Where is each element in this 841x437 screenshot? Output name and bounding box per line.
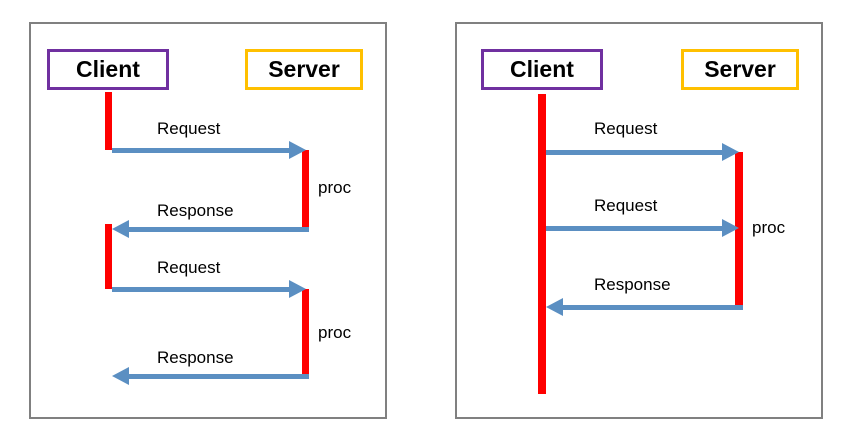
arrow-head-left-icon-1 (546, 298, 563, 316)
activation-bar-client-1 (105, 92, 112, 150)
message-label-request-1: Request (157, 119, 221, 138)
message-line-request-1 (546, 150, 722, 155)
activation-bar-server-1 (302, 150, 309, 230)
proc-label-1: proc (318, 178, 352, 197)
message-label-request-2: Request (594, 196, 658, 215)
message-line-request-2 (546, 226, 722, 231)
activation-bar-server (735, 152, 743, 309)
message-label-response-1: Response (157, 201, 234, 220)
lifeline-box-client: Client (47, 49, 169, 90)
arrow-head-right-icon-2 (722, 219, 739, 237)
arrow-head-left-icon-2 (112, 367, 129, 385)
message-label-request-2: Request (157, 258, 221, 277)
lifeline-label-client: Client (510, 56, 574, 82)
message-line-request-1 (112, 148, 289, 153)
arrow-head-left-icon-1 (112, 220, 129, 238)
message-line-response-1 (563, 305, 743, 310)
lifeline-label-server: Server (704, 56, 776, 82)
lifeline-label-server: Server (268, 56, 340, 82)
message-label-response-2: Response (157, 348, 234, 367)
lifeline-label-client: Client (76, 56, 140, 82)
lifeline-box-server: Server (245, 49, 363, 90)
message-line-request-2 (112, 287, 289, 292)
panel-non-pipelined: Client Server Request proc Response Requ… (29, 22, 387, 419)
activation-bar-client-2 (105, 224, 112, 289)
message-label-response-1: Response (594, 275, 671, 294)
panel-pipelined: Client Server Request Request proc Respo… (455, 22, 823, 419)
message-line-response-2 (129, 374, 309, 379)
lifeline-box-server: Server (681, 49, 799, 90)
arrow-head-right-icon-2 (289, 280, 306, 298)
activation-bar-server-2 (302, 289, 309, 377)
message-line-response-1 (129, 227, 309, 232)
message-label-request-1: Request (594, 119, 658, 138)
arrow-head-right-icon-1 (722, 143, 739, 161)
proc-label-2: proc (318, 323, 352, 342)
lifeline-box-client: Client (481, 49, 603, 90)
arrow-head-right-icon-1 (289, 141, 306, 159)
activation-bar-client (538, 94, 546, 394)
proc-label-1: proc (752, 218, 786, 237)
